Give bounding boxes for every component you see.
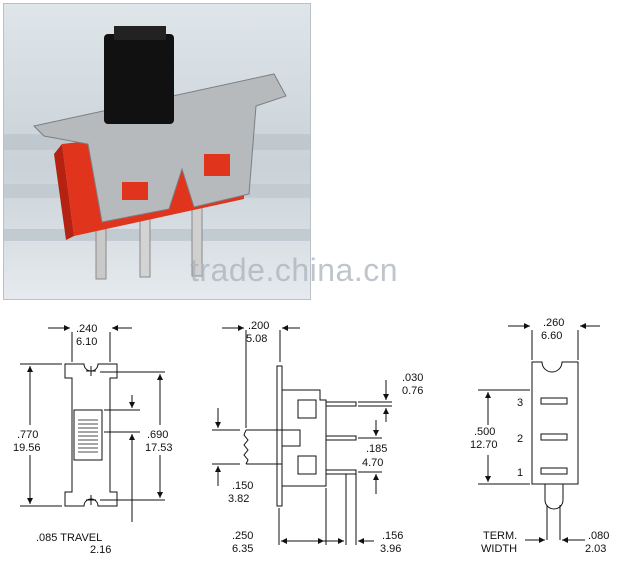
side-actuator-in: .150 <box>232 480 253 492</box>
front-height-in: .770 <box>17 429 38 441</box>
rear-span-mm: 12.70 <box>470 439 498 451</box>
rear-term-in: .080 <box>588 530 609 542</box>
rear-pin-2: 2 <box>517 433 523 445</box>
rear-width-in: .260 <box>543 317 564 329</box>
front-pitch-mm: 17.53 <box>145 442 173 454</box>
front-width-in: .240 <box>76 323 97 335</box>
front-travel-label: .085 TRAVEL <box>36 532 102 544</box>
side-body-in: .250 <box>232 530 253 542</box>
side-actuator-mm: 3.82 <box>228 493 249 505</box>
side-view-outline <box>243 365 357 532</box>
rear-view-outline <box>531 361 579 540</box>
slide-switch-photo <box>4 26 310 280</box>
front-view-outline <box>64 363 118 507</box>
front-pitch-in: .690 <box>147 429 168 441</box>
front-travel-mm: 2.16 <box>90 544 111 556</box>
rear-span-in: .500 <box>474 426 495 438</box>
rear-pin-3: 3 <box>517 397 523 409</box>
side-lead-mm: 3.96 <box>380 543 401 555</box>
rear-term-mm: 2.03 <box>585 543 606 555</box>
rear-term-label-2: WIDTH <box>481 543 517 555</box>
side-spacing-in: .185 <box>366 443 387 455</box>
rear-width-mm: 6.60 <box>541 330 562 342</box>
front-height-mm: 19.56 <box>13 442 41 454</box>
side-body-mm: 6.35 <box>232 543 253 555</box>
side-lead-in: .156 <box>382 530 403 542</box>
side-spacing-mm: 4.70 <box>362 457 383 469</box>
side-depth-mm: 5.08 <box>246 333 267 345</box>
rear-term-label-1: TERM. <box>483 530 517 542</box>
side-depth-in: .200 <box>248 320 269 332</box>
front-width-mm: 6.10 <box>76 336 97 348</box>
side-pin-mm: 0.76 <box>402 385 423 397</box>
side-pin-in: .030 <box>402 372 423 384</box>
product-photo <box>3 3 311 300</box>
rear-pin-1: 1 <box>517 467 523 479</box>
watermark: trade.china.cn <box>190 252 399 288</box>
